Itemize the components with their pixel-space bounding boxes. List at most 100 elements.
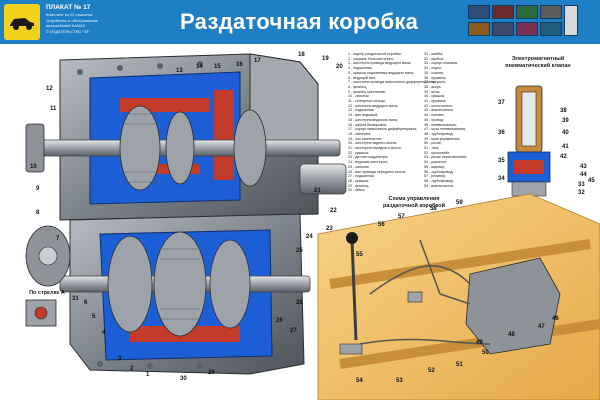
callout-number: 19 bbox=[322, 56, 329, 62]
legend-item: 27 - подшипник; bbox=[348, 174, 375, 179]
arrow-a-label: По стрелке А bbox=[29, 290, 65, 296]
legend-item: 54 - рукоятка; bbox=[424, 160, 447, 165]
thumbnail-image bbox=[516, 22, 538, 36]
callout-number: 30 bbox=[180, 376, 187, 382]
series-thumbnails bbox=[468, 5, 580, 39]
legend-column-1: 1 - картер раздаточной коробки;2 - спира… bbox=[348, 52, 435, 193]
callout-number: 46 bbox=[552, 316, 559, 322]
callout-number: 54 bbox=[356, 378, 363, 384]
callout-number: 15 bbox=[214, 64, 221, 70]
legend-item: 43 - выключатель; bbox=[424, 108, 455, 113]
callout-number: 55 bbox=[356, 252, 363, 258]
callout-number: 26 bbox=[276, 318, 283, 324]
callout-number: 28 bbox=[296, 300, 303, 306]
callout-number: 57 bbox=[398, 214, 405, 220]
legend-item: 47 - шток пневмокамеры; bbox=[424, 127, 467, 132]
callout-number: 6 bbox=[84, 300, 88, 306]
control-scheme bbox=[317, 193, 600, 400]
callout-number: 41 bbox=[562, 144, 569, 150]
poster-info: ПЛАКАТ № 17 Комплект из 22 плакатов Устр… bbox=[46, 4, 166, 34]
callout-number: 9 bbox=[36, 186, 40, 192]
callout-number: 1 bbox=[146, 372, 150, 378]
poster-title: Раздаточная коробка bbox=[180, 9, 419, 34]
thumbnail-image bbox=[540, 22, 562, 36]
legend-item: 4 - подшипник; bbox=[348, 66, 373, 71]
callout-number: 53 bbox=[396, 378, 403, 384]
callout-number: 40 bbox=[562, 130, 569, 136]
legend-item: 39 - шток; bbox=[424, 89, 441, 94]
callout-number: 48 bbox=[508, 332, 515, 338]
legend-item: 3 - шестерня привода ведущего вала; bbox=[348, 61, 412, 66]
legend-item: 52 - кронштейн; bbox=[424, 150, 451, 155]
legend-item: 49 - кран управления; bbox=[424, 136, 461, 141]
legend-item: 13 - подшипник; bbox=[348, 108, 375, 113]
legend-item: 51 - тяга; bbox=[424, 146, 440, 151]
callout-number: 23 bbox=[326, 226, 333, 232]
legend-item: 58 - трубопровод; bbox=[424, 178, 454, 183]
callout-number: 16 bbox=[236, 62, 243, 68]
legend-item: 11 - стопорное кольцо; bbox=[348, 99, 386, 104]
legend-item: 2 - спираль блок шестерен; bbox=[348, 56, 394, 61]
callout-number: 49 bbox=[476, 340, 483, 346]
legend-item: 56 - трубопровод; bbox=[424, 169, 454, 174]
legend-item: 7 - шестерня привода межосевого дифферен… bbox=[348, 80, 436, 85]
callout-number: 50 bbox=[482, 350, 489, 356]
callout-number: 59 bbox=[456, 200, 463, 206]
poster-info-line: © ИЗДАТЕЛЬСТВО "АТ" bbox=[46, 28, 91, 34]
callout-number: 33 bbox=[578, 182, 585, 188]
legend-column-2: 31 - шайба;32 - пробка;33 - корпус клапа… bbox=[424, 52, 467, 188]
scheme-title: Схема управления раздаточной коробкой bbox=[383, 196, 445, 209]
thumbnail-image bbox=[564, 5, 578, 36]
legend-item: 26 - вал привода переднего моста; bbox=[348, 169, 407, 174]
callout-number: 21 bbox=[314, 188, 321, 194]
legend-item: 50 - рычаг; bbox=[424, 141, 442, 146]
poster-info-line: Устройство и обслуживание bbox=[46, 17, 99, 23]
legend-item: 34 - седло; bbox=[424, 66, 443, 71]
legend-item: 19 - ось сателлитов; bbox=[348, 136, 382, 141]
legend-item: 46 - пневмокамера; bbox=[424, 122, 457, 127]
thumbnail-image bbox=[468, 5, 490, 19]
legend-item: 42 - уплотнитель; bbox=[424, 103, 454, 108]
callout-number: 13 bbox=[176, 68, 183, 74]
callout-number: 45 bbox=[588, 178, 595, 184]
thumbnail-image bbox=[492, 22, 514, 36]
transfer-case-body bbox=[25, 53, 347, 375]
callout-number: 39 bbox=[562, 118, 569, 124]
callout-number: 11 bbox=[50, 106, 57, 112]
legend-item: 59 - выключатель; bbox=[424, 183, 455, 188]
callout-number: 3 bbox=[118, 356, 122, 362]
legend-item: 12 - шестерня ведущего вала; bbox=[348, 103, 399, 108]
callout-number: 35 bbox=[498, 158, 505, 164]
electro-pneumatic-valve bbox=[507, 85, 551, 197]
callout-number: 4 bbox=[102, 330, 106, 336]
callout-number: 25 bbox=[296, 248, 303, 254]
transfer-case-illustration bbox=[25, 53, 600, 400]
callout-number: 58 bbox=[430, 206, 437, 212]
callout-number: 42 bbox=[560, 154, 567, 160]
callout-number: 43 bbox=[580, 164, 587, 170]
callout-number: 32 bbox=[578, 190, 585, 196]
legend-item: 23 - датчик спидометра; bbox=[348, 155, 389, 160]
legend-item: 32 - пробка; bbox=[424, 56, 444, 61]
valve-title: Электромагнитный пневматический клапан bbox=[505, 56, 571, 69]
legend-item: 36 - пружина; bbox=[424, 75, 447, 80]
callout-number: 18 bbox=[298, 52, 305, 58]
car-logo-icon bbox=[10, 18, 34, 30]
legend-item: 9 - фланец крепления; bbox=[348, 89, 386, 94]
legend-item: 45 - провод; bbox=[424, 117, 445, 122]
callout-number: 12 bbox=[46, 86, 53, 92]
legend-item: 22 - крышка; bbox=[348, 150, 369, 155]
callout-number: 29 bbox=[208, 370, 215, 376]
legend-item: 21 - шестерня переднего моста; bbox=[348, 146, 402, 151]
thumbnail-image bbox=[492, 5, 514, 19]
callout-number: 34 bbox=[498, 176, 505, 182]
thumbnail-image bbox=[516, 5, 538, 19]
legend-item: 35 - клапан; bbox=[424, 70, 444, 75]
poster-number: ПЛАКАТ № 17 bbox=[46, 4, 91, 11]
callout-number: 56 bbox=[378, 222, 385, 228]
callout-number: 20 bbox=[336, 64, 343, 70]
legend-item: 30 - гайка; bbox=[348, 188, 366, 193]
legend-item: 16 - муфта блокировки; bbox=[348, 122, 388, 127]
callout-number: 36 bbox=[498, 130, 505, 136]
callout-number: 10 bbox=[30, 164, 37, 170]
